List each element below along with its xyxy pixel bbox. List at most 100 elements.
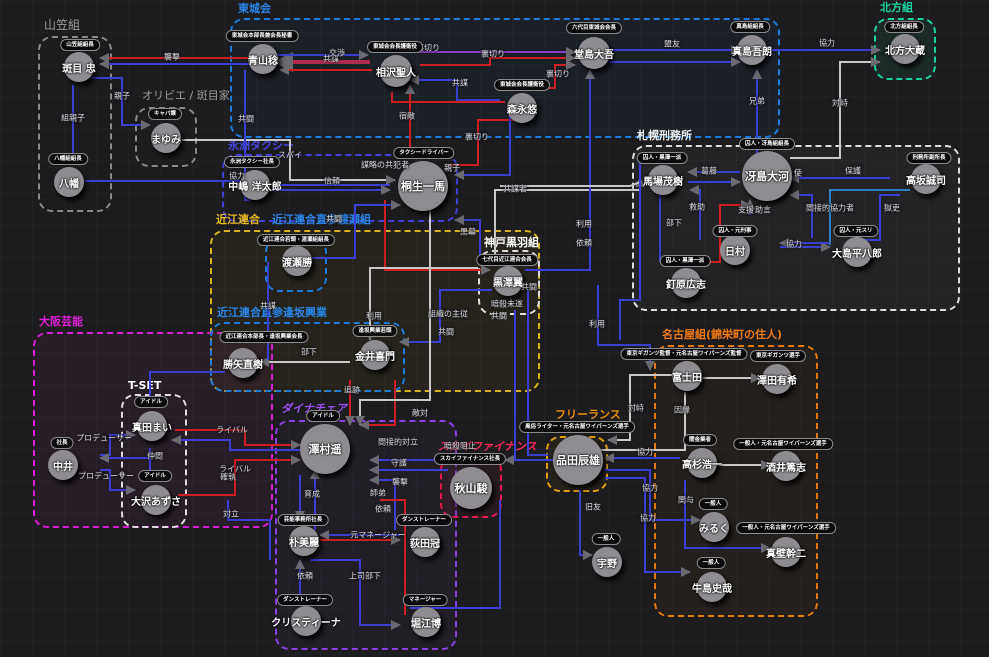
edge-label: 親子 <box>114 91 130 101</box>
node-morinaga[interactable]: 森永悠 <box>507 93 537 123</box>
node-mai[interactable]: 真田まい <box>132 411 172 441</box>
edge-kanai-sawamura-red-2 <box>359 380 396 430</box>
node-ushijima[interactable]: 牛島史哉 <box>692 572 732 602</box>
node-label: 森永悠 <box>507 104 537 116</box>
edge-label: 依頼 <box>576 238 592 248</box>
edge-label: 共闘 <box>238 114 254 124</box>
edge-label: プロデューサー <box>76 433 132 443</box>
edge-label: 裏切り <box>546 69 570 79</box>
edge-azusa-sawamura <box>178 455 301 496</box>
role-badge: スカイファイナンス社長 <box>433 453 507 465</box>
node-madarame[interactable]: 斑目 忠 <box>62 52 96 82</box>
node-nakai[interactable]: 中井 <box>48 450 78 480</box>
edge-label: 育成 <box>304 489 320 499</box>
group-title-freelance: フリーランス <box>555 408 621 421</box>
role-badge: 風俗ライター・元名古屋ワイパーンズ選手 <box>519 421 635 433</box>
edge-label: 仲間 <box>147 451 163 461</box>
node-aoyama[interactable]: 青山稔 <box>248 44 278 74</box>
node-oshima[interactable]: 大島平八郎 <box>832 237 882 267</box>
node-majima[interactable]: 真島吾朗 <box>732 35 772 65</box>
role-badge: 真島組組長 <box>730 21 770 33</box>
role-badge: 闇金業者 <box>682 434 718 446</box>
edge-label: 依頼 <box>297 571 313 581</box>
node-katsuya[interactable]: 勝矢直樹 <box>223 348 263 378</box>
node-label: 相沢聖人 <box>376 67 416 79</box>
edge-hitomura-baba <box>689 185 701 240</box>
node-mayumi[interactable]: まゆみ <box>151 123 181 153</box>
group-title-sky: スカイファイナンス <box>438 440 537 453</box>
node-label: 大沢あずさ <box>131 496 181 508</box>
node-nakajima[interactable]: 中嶋 洋太郎 <box>228 170 282 200</box>
node-sawada[interactable]: 澤田有希 <box>757 364 797 394</box>
edge-label: プロデューサー <box>78 471 134 481</box>
node-christina[interactable]: クリスティーナ <box>271 606 341 636</box>
node-label: 大島平八郎 <box>832 248 882 260</box>
node-hoppo[interactable]: 北方大蔵 <box>885 34 925 64</box>
node-aizawa[interactable]: 相沢聖人 <box>376 55 416 87</box>
group-title-yamagasa: 山笠組 <box>44 18 81 32</box>
group-title-tojo: 東城会 <box>238 2 271 15</box>
edge-nakai-azusa <box>100 469 136 495</box>
node-sakai[interactable]: 酒井篤志 <box>766 451 806 481</box>
role-badge: 東京ギガンツ監督・元名古屋ワイパーンズ監督 <box>620 348 748 360</box>
edge-label: 親子 <box>444 163 460 173</box>
group-title-tset: T-SET <box>128 379 162 392</box>
node-akiyama[interactable]: 秋山駿 <box>450 467 492 509</box>
node-watase[interactable]: 渡瀬勝 <box>282 246 312 276</box>
group-kobe <box>478 250 540 315</box>
node-label: 澤村遥 <box>308 443 342 456</box>
group-title-osaka: 大阪芸能 <box>39 315 83 328</box>
role-badge: 囚人・元スリ <box>833 225 879 237</box>
edge-takasaka-oshima-2 <box>829 189 910 245</box>
edge-morinaga-kiryu <box>454 115 511 180</box>
role-badge: 一般人・元名古屋ワイパーンズ選手 <box>733 438 833 450</box>
edge-label: 部下 <box>666 218 682 228</box>
role-badge: 六代目東城会会長 <box>565 22 623 34</box>
node-saejima[interactable]: 冴島大河 <box>742 151 792 201</box>
edge-label: ライバル <box>216 425 248 435</box>
node-kanai[interactable]: 金井喜門 <box>355 340 395 370</box>
node-kugihara[interactable]: 釘原広志 <box>666 268 706 298</box>
edge-label: 間接的協力者 <box>806 203 854 213</box>
edge-label: 間接的対立 <box>378 437 418 447</box>
node-label: 中井 <box>53 461 73 473</box>
node-uno[interactable]: 宇野 <box>592 547 622 577</box>
edge-label: 利用 <box>366 311 382 321</box>
node-horie[interactable]: 堀江博 <box>411 607 441 637</box>
group-nagasu <box>222 154 458 222</box>
edge-label: 組親子 <box>61 113 85 123</box>
node-ogita[interactable]: 荻田冠 <box>410 527 440 557</box>
edge-label: 確執 <box>220 472 236 482</box>
edge-label: 共闘 <box>438 327 454 337</box>
node-takasaka[interactable]: 高坂誠司 <box>906 164 946 194</box>
edge-kurosawa-kiryu <box>454 215 481 260</box>
role-badge: 北方組組長 <box>884 21 924 33</box>
node-miruku[interactable]: みるく <box>699 512 729 542</box>
node-park[interactable]: 朴美麗 <box>289 526 319 556</box>
edge-kurosawa-dojima <box>525 69 595 271</box>
group-title-hoppo: 北方組 <box>880 1 913 14</box>
node-label: 高坂誠司 <box>906 175 946 187</box>
group-tatsuki <box>210 322 405 392</box>
node-kiryu[interactable]: 桐生一馬 <box>398 161 448 211</box>
edge-label: 共闘 <box>521 282 537 292</box>
edge-horie-sky <box>410 500 501 609</box>
node-makabe[interactable]: 真壁幹二 <box>766 537 806 567</box>
edge-morinaga-aizawa <box>409 75 500 101</box>
edge-label: 元マネージャー <box>350 530 406 540</box>
edge-kurosawa-kanai-2 <box>399 289 492 347</box>
node-baba[interactable]: 馬場茂樹 <box>643 165 683 195</box>
node-shinada[interactable]: 品田辰雄 <box>553 435 603 485</box>
node-dojima[interactable]: 堂島大吾 <box>574 37 614 69</box>
node-label: 荻田冠 <box>410 538 440 550</box>
node-takasugi[interactable]: 高杉浩一 <box>682 448 722 478</box>
node-fujita[interactable]: 富士田 <box>672 361 702 391</box>
edge-aizawa-dojima-2 <box>420 53 576 66</box>
node-azusa[interactable]: 大沢あずさ <box>131 485 181 515</box>
node-sawamura[interactable]: 澤村遥 <box>300 424 350 474</box>
node-kurosawa[interactable]: 黒澤翼 <box>493 266 523 296</box>
edge-mai-azusa-rival <box>227 500 271 560</box>
node-yahata[interactable]: 八幡 <box>54 167 84 197</box>
node-hitomura[interactable]: 日村 <box>720 235 750 265</box>
edge-label: 兄弟 <box>749 96 765 106</box>
